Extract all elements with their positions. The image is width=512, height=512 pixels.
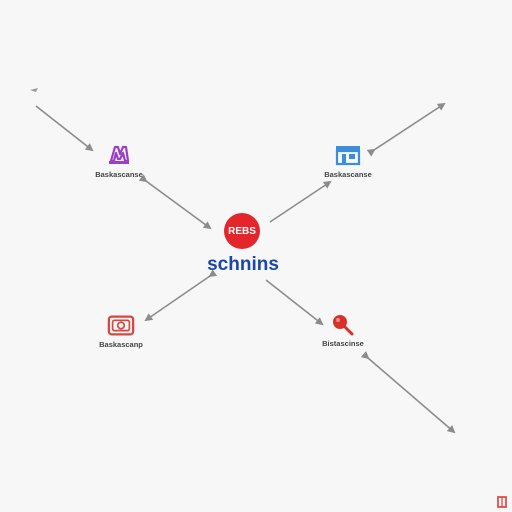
- corner-logo-icon: [497, 496, 507, 508]
- node-label: Bistascinse: [322, 339, 364, 348]
- connector-outer-top-left: [35, 105, 94, 152]
- connector-bottom-right-outer: [360, 351, 456, 434]
- connector-top-left-hub: [138, 174, 212, 230]
- node-label: Baskascanse: [95, 170, 143, 179]
- connector-hub-top-right: [269, 180, 332, 223]
- camera-icon: [107, 313, 135, 337]
- node-bottom-left[interactable]: Baskascanp: [76, 313, 166, 349]
- connector-top-right-outer: [366, 102, 446, 157]
- storefront-icon: [334, 143, 362, 167]
- corner-mark-icon: [30, 88, 38, 92]
- node-top-right[interactable]: Baskascanse: [303, 143, 393, 179]
- sewing-machine-icon: [105, 143, 133, 167]
- hub-badge: REBS: [224, 213, 260, 249]
- connector-hub-bottom-left: [144, 269, 218, 322]
- hub-title: schnins: [207, 254, 279, 275]
- node-label: Baskascanp: [99, 340, 143, 349]
- node-top-left[interactable]: Baskascanse: [74, 143, 164, 179]
- node-label: Baskascanse: [324, 170, 372, 179]
- connector-hub-bottom-right: [265, 279, 324, 326]
- magnifier-icon: [329, 312, 357, 336]
- node-bottom-right[interactable]: Bistascinse: [298, 312, 388, 348]
